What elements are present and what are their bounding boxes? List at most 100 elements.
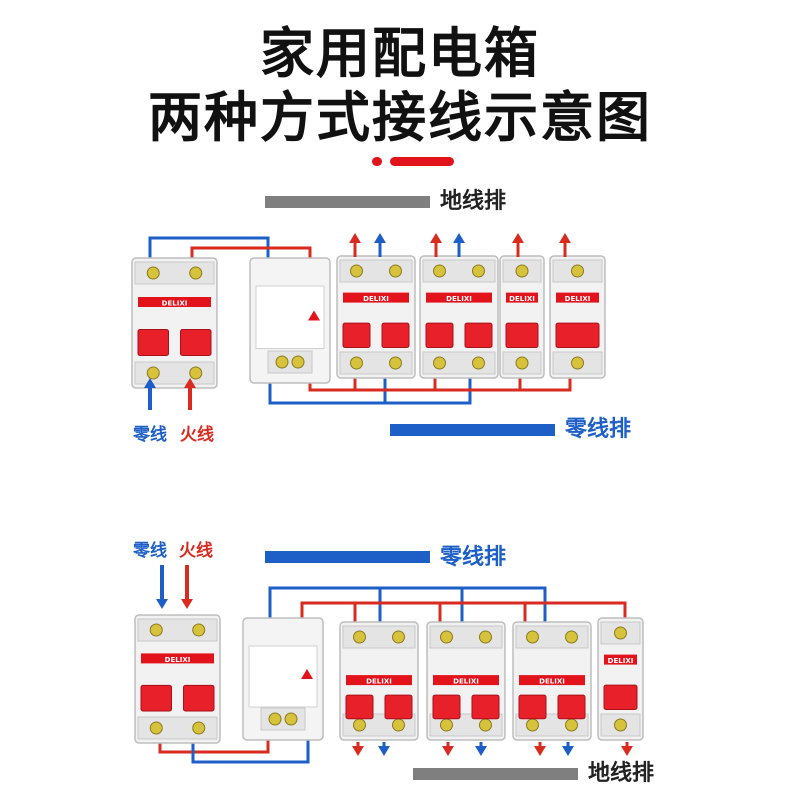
- wire-live-main-to-rcd: [190, 246, 312, 262]
- arrow-live-out-4-head: [559, 233, 571, 243]
- branch-breaker-1c-brand-strip: [506, 292, 538, 303]
- wire-live-main-to-rcd-2: [158, 740, 270, 754]
- arrow-live-out-2-head: [430, 233, 442, 243]
- branch-breaker-1b-handle: [464, 322, 493, 349]
- branch-breaker-1b-brand-strip: [426, 292, 492, 303]
- main-breaker-2-screw: [192, 623, 206, 637]
- main-breaker-1: DELIXI: [131, 257, 218, 389]
- branch-breaker-1d-screw: [571, 264, 584, 278]
- branch-breaker-1a-screw: [389, 264, 402, 278]
- arrow-live-out-2a-head: [352, 746, 364, 756]
- branch-breaker-2d: DELIXI: [597, 617, 644, 741]
- branch-breaker-2c-screw: [565, 630, 578, 644]
- main-breaker-1-screw: [146, 266, 160, 280]
- wire-neutral-main-to-rcd: [148, 236, 270, 262]
- branch-breaker-2c-screw: [526, 630, 539, 644]
- rcd-1-terminal: [267, 350, 313, 374]
- arrow-neutral-out-2a-head: [378, 746, 390, 756]
- ground-bar-1: [265, 196, 430, 208]
- branch-breaker-2a-screw: [392, 718, 405, 732]
- main-breaker-2-screw: [149, 721, 163, 735]
- branch-breaker-2b-handle: [471, 694, 500, 720]
- branch-breaker-1c-brand: DELIXI: [509, 295, 535, 303]
- branch-breaker-1a-screw: [389, 356, 402, 370]
- arrow-neutral-in-1-head: [144, 378, 156, 388]
- arrow-neutral-in-2-head: [156, 599, 168, 609]
- branch-breaker-1a-handle: [342, 322, 371, 349]
- main-breaker-1-screw: [189, 266, 203, 280]
- arrow-neutral-out-2c-head: [562, 746, 574, 756]
- main-breaker-2-screw: [149, 623, 163, 637]
- main-breaker-2-brand: DELIXI: [165, 656, 191, 664]
- rcd-1-screw: [291, 355, 305, 369]
- neutral-input-label-2: 零线: [133, 541, 167, 561]
- live-input-label-1: 火线: [180, 425, 214, 445]
- main-breaker-1-screw: [189, 366, 203, 380]
- branch-breaker-2d-handle: [603, 684, 638, 710]
- live-input-label-2: 火线: [179, 541, 213, 561]
- arrow-live-out-3-head: [512, 233, 524, 243]
- wire-live-bus-2: [300, 601, 627, 622]
- branch-breaker-2a-handle: [345, 694, 374, 720]
- title-line-2: 两种方式接线示意图: [148, 86, 652, 149]
- arrow-live-in-2-head: [181, 599, 193, 609]
- neutral-bar-label-2: 零线排: [440, 545, 507, 570]
- ground-bar-label-2: 地线排: [588, 761, 655, 786]
- main-breaker-1-handle: [180, 329, 212, 356]
- rcd-2-screw: [268, 712, 282, 726]
- neutral-bar-2: [265, 551, 430, 563]
- branch-breaker-2c-brand: DELIXI: [539, 678, 565, 686]
- branch-breaker-1b: DELIXI: [419, 255, 499, 379]
- branch-breaker-1d-brand-strip: [556, 292, 599, 303]
- main-breaker-2-brand-strip: [141, 653, 214, 664]
- branch-breaker-2b-handle: [432, 694, 461, 720]
- branch-breaker-1b-screw: [472, 356, 485, 370]
- main-breaker-2: DELIXI: [134, 614, 221, 744]
- branch-breaker-2d-brand: DELIXI: [608, 657, 634, 665]
- branch-breaker-1c: DELIXI: [499, 255, 545, 379]
- branch-breaker-1b-handle: [425, 322, 454, 349]
- rcd-1-screw: [275, 355, 289, 369]
- branch-breaker-2a-screw: [392, 630, 405, 644]
- main-breaker-1-brand-strip: [138, 297, 211, 307]
- rcd-2-screw: [284, 712, 298, 726]
- branch-breaker-2c-screw: [565, 718, 578, 732]
- branch-breaker-2b-brand-strip: [433, 675, 499, 686]
- branch-breaker-2a-screw: [353, 630, 366, 644]
- branch-breaker-1a-handle: [381, 322, 410, 349]
- main-breaker-2-handle: [183, 684, 215, 712]
- wire-live-rcd-out: [308, 376, 572, 392]
- branch-breaker-1b-brand: DELIXI: [446, 295, 472, 303]
- branch-breaker-2a-brand: DELIXI: [366, 678, 392, 686]
- branch-breaker-1c-handle: [505, 322, 539, 349]
- branch-breaker-2c-handle: [557, 694, 586, 720]
- neutral-bar-1: [390, 424, 555, 436]
- branch-breaker-2d-screw: [614, 626, 627, 640]
- main-breaker-1-screw: [146, 366, 160, 380]
- ground-bar-label-1: 地线排: [440, 189, 507, 214]
- branch-breaker-2b-screw: [479, 630, 492, 644]
- branch-breaker-2a: DELIXI: [339, 621, 419, 741]
- branch-breaker-2a-screw: [353, 718, 366, 732]
- arrow-live-out-2c-head: [534, 746, 546, 756]
- branch-breaker-2b-screw: [479, 718, 492, 732]
- title-line-1: 家用配电箱: [260, 22, 540, 85]
- branch-breaker-2a-brand-strip: [346, 675, 412, 686]
- branch-breaker-1a-screw: [350, 356, 363, 370]
- branch-breaker-2d-brand-strip: [604, 654, 637, 665]
- main-breaker-1-handle: [137, 329, 169, 356]
- branch-breaker-1d-handle: [555, 322, 600, 349]
- branch-breaker-1d-brand: DELIXI: [565, 295, 591, 303]
- branch-breaker-2b-screw: [440, 718, 453, 732]
- branch-breaker-2c-screw: [526, 718, 539, 732]
- main-breaker-2-screw: [192, 721, 206, 735]
- rcd-1-warning-icon: [308, 310, 320, 321]
- accent-dot-long: [390, 157, 454, 166]
- main-breaker-2-handle: [140, 684, 172, 712]
- rcd-2-warning-icon: [301, 669, 313, 679]
- accent-dot-small: [372, 157, 382, 166]
- branch-breaker-1d: DELIXI: [549, 255, 606, 379]
- branch-breaker-1a-screw: [350, 264, 363, 278]
- branch-breaker-2c-handle: [518, 694, 547, 720]
